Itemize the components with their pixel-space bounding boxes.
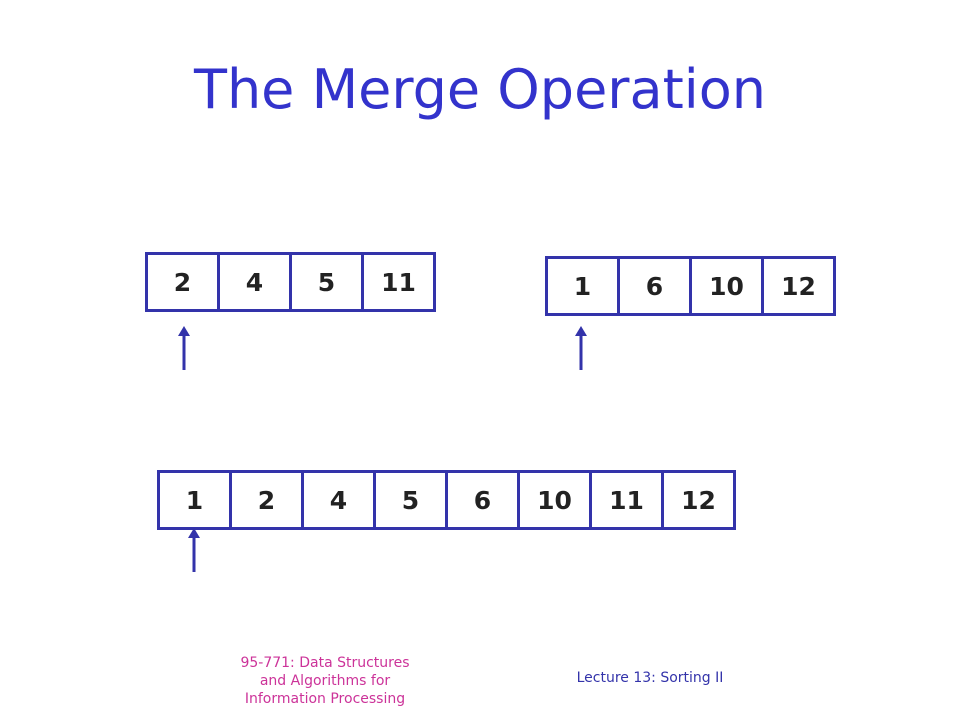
right-array-cell: 12	[761, 256, 836, 316]
left-array: 2 4 5 11	[145, 252, 436, 312]
footer-course-line: 95-771: Data Structures	[240, 655, 410, 671]
merged-array-cell: 12	[661, 470, 736, 530]
merged-array-cell: 5	[373, 470, 448, 530]
merged-array-cell: 11	[589, 470, 664, 530]
left-array-cell: 5	[289, 252, 364, 312]
right-array: 1 6 10 12	[545, 256, 836, 316]
merged-array-cell: 6	[445, 470, 520, 530]
footer-lecture: Lecture 13: Sorting II	[576, 670, 724, 686]
footer-course-line: and Algorithms for	[259, 673, 391, 689]
merged-array-cell: 10	[517, 470, 592, 530]
right-array-cell: 6	[617, 256, 692, 316]
merged-array-cell: 4	[301, 470, 376, 530]
merged-array: 1 2 4 5 6 10 11 12	[157, 470, 736, 530]
right-array-cell: 10	[689, 256, 764, 316]
merged-pointer-arrow-icon	[188, 528, 200, 572]
footer-course: 95-771: Data Structures and Algorithms f…	[210, 654, 440, 708]
footer-course-line: Information Processing	[244, 691, 406, 707]
left-array-cell: 11	[361, 252, 436, 312]
merged-array-cell: 1	[157, 470, 232, 530]
slide-title: The Merge Operation	[193, 58, 767, 121]
right-array-cell: 1	[545, 256, 620, 316]
left-pointer-arrow-icon	[178, 326, 190, 370]
left-array-cell: 2	[145, 252, 220, 312]
merged-array-cell: 2	[229, 470, 304, 530]
left-array-cell: 4	[217, 252, 292, 312]
right-pointer-arrow-icon	[575, 326, 587, 370]
